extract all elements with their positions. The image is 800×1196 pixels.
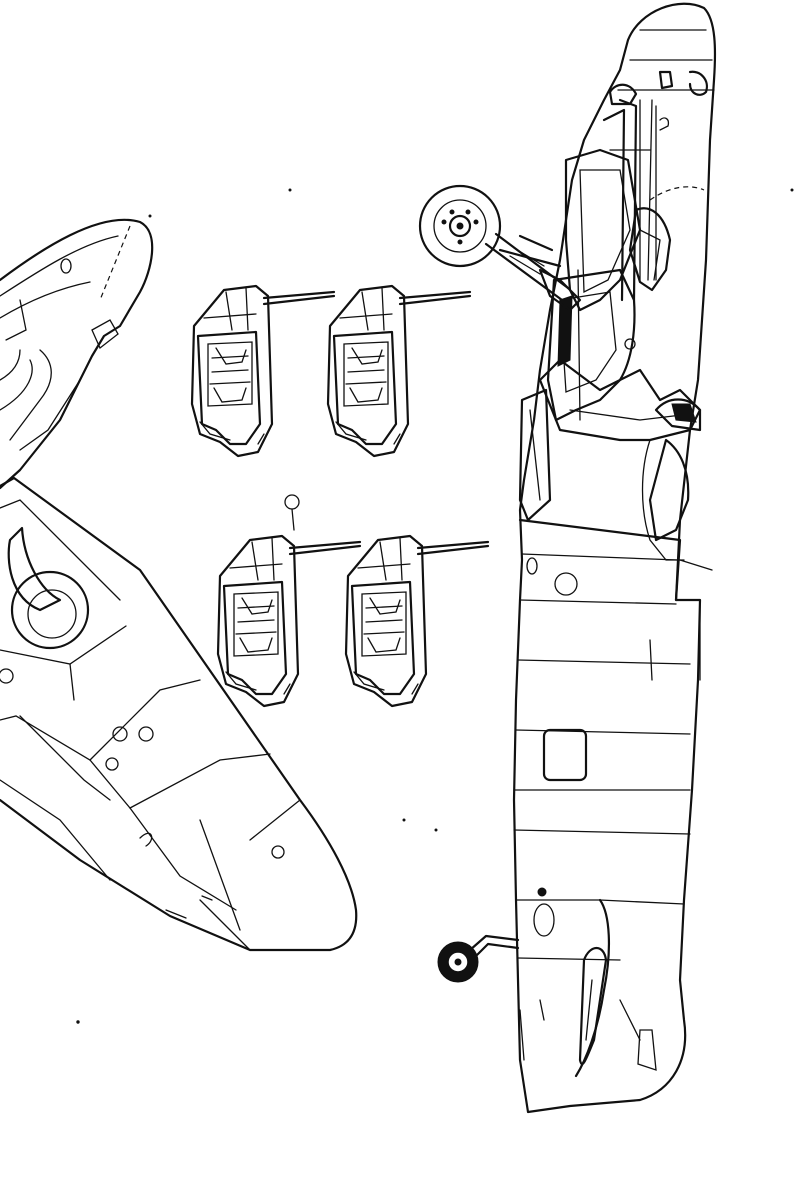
cockpit-canopy-variant-2 <box>326 284 472 458</box>
main-landing-wheel <box>418 184 582 312</box>
cockpit-canopy-variant-3 <box>216 494 362 708</box>
cockpit-canopy-variant-4 <box>344 534 490 708</box>
fuselage-upper-view <box>0 218 358 952</box>
print-specks <box>76 188 794 1024</box>
tail-wheel <box>437 934 520 983</box>
fuselage-side-view <box>512 2 717 1114</box>
cockpit-canopy-variant-1 <box>190 284 336 458</box>
